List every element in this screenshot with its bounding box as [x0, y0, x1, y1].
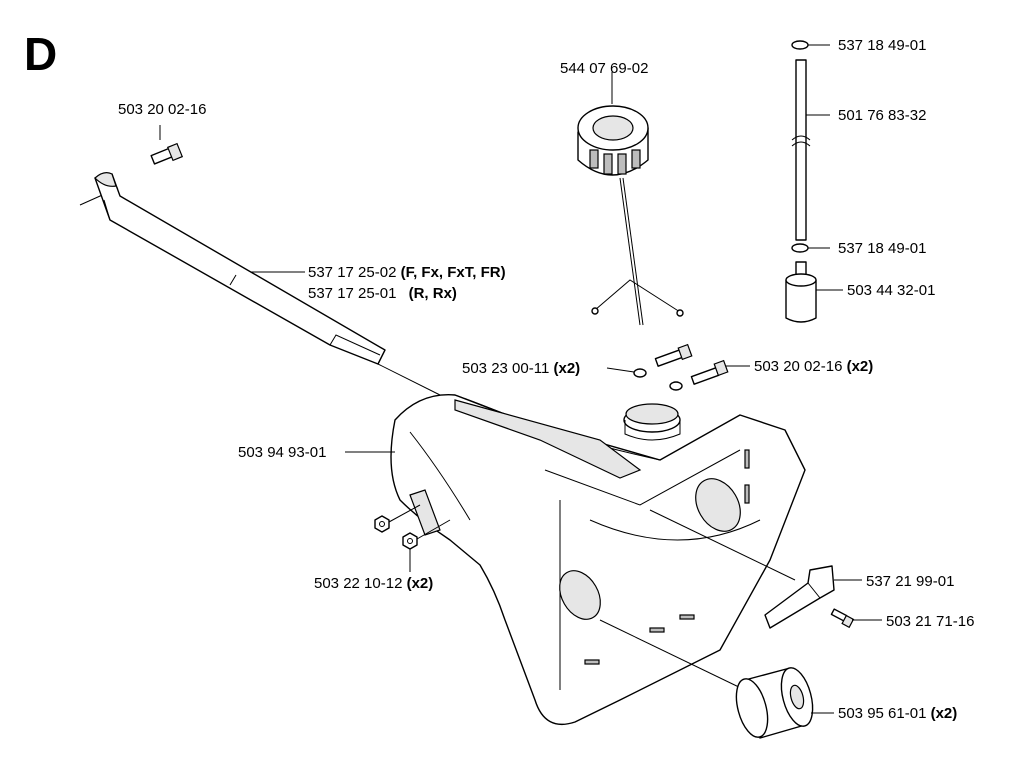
- label-bracket: 537 21 99-01: [866, 573, 954, 590]
- label-fuel-filter: 503 44 32-01: [847, 282, 935, 299]
- small-screw-drawing: [830, 608, 882, 629]
- label-fuel-hose: 501 76 83-32: [838, 107, 926, 124]
- fuel-cap-drawing: [577, 72, 684, 326]
- screws-middle-drawing: [606, 343, 750, 391]
- label-tube-primary: 537 17 25-02 (F, Fx, FxT, FR): [308, 264, 506, 281]
- bracket-drawing: [649, 509, 862, 629]
- label-tank-housing: 503 94 93-01: [238, 444, 326, 461]
- label-nut: 503 22 10-12 (x2): [314, 575, 433, 592]
- screw-top-left-drawing: [150, 125, 184, 165]
- label-tube-secondary: 537 17 25-01 (R, Rx): [308, 285, 457, 302]
- damper-drawing: [599, 619, 834, 739]
- label-small-screw: 503 21 71-16: [886, 613, 974, 630]
- fuel-hose-drawing: [785, 40, 843, 323]
- label-oring-top: 537 18 49-01: [838, 37, 926, 54]
- label-screw-top: 503 20 02-16: [118, 101, 206, 118]
- label-fuel-cap: 544 07 69-02: [560, 60, 648, 77]
- tube-drawing: [79, 172, 441, 396]
- label-oring-bottom: 537 18 49-01: [838, 240, 926, 257]
- label-screw-right: 503 20 02-16 (x2): [754, 358, 873, 375]
- section-letter: D: [24, 28, 57, 80]
- tank-housing-drawing: [390, 394, 806, 726]
- label-screw-washer: 503 23 00-11 (x2): [462, 360, 580, 377]
- nuts-drawing: [374, 504, 451, 572]
- label-damper: 503 95 61-01 (x2): [838, 705, 957, 722]
